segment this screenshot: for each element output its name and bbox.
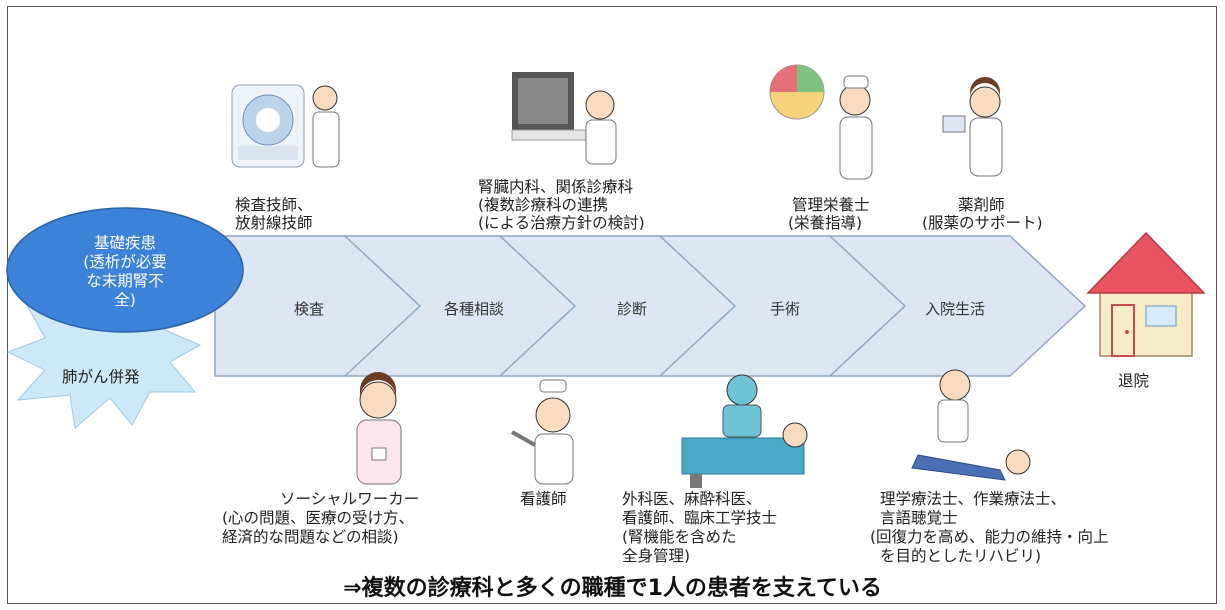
stage-label-exam: 検査 xyxy=(294,300,325,318)
role-nephrology-line-1: 腎臓内科、関係診療科 xyxy=(478,178,634,196)
role-pharmacist-line-2: (服薬のサポート) xyxy=(922,214,1043,232)
xray-doctor-illustration xyxy=(511,72,617,165)
patient-title: 基礎疾患 xyxy=(93,234,156,252)
stage-label-diagnosis: 診断 xyxy=(617,300,648,318)
patient-detail-line-3: 全) xyxy=(114,291,136,309)
house-icon xyxy=(1086,231,1206,357)
role-social-worker-line-1: ソーシャルワーカー xyxy=(280,490,420,508)
summary-caption: ⇒複数の診療科と多くの職種で1人の患者を支えている xyxy=(343,576,882,601)
role-rehab-line-2: 言語聴覚士 xyxy=(880,509,958,527)
role-social-worker-line-2: (心の問題、医療の受け方、 xyxy=(222,509,415,527)
discharge-label: 退院 xyxy=(1118,372,1150,390)
role-technician-line-1: 検査技師、 xyxy=(235,196,313,214)
ct-scanner-illustration xyxy=(231,84,340,168)
role-pharmacist-line-1: 薬剤師 xyxy=(958,196,1005,214)
stage-label-surgery: 手術 xyxy=(770,300,801,318)
social-worker-illustration xyxy=(356,372,402,485)
patient-detail-line-1: (透析が必要 xyxy=(83,253,167,271)
role-rehab-line-1: 理学療法士、作業療法士、 xyxy=(880,490,1067,508)
role-dietitian-line-1: 管理栄養士 xyxy=(792,196,870,214)
role-surgery-team-line-4: 全身管理) xyxy=(622,547,691,565)
patient-ellipse xyxy=(6,207,244,333)
stage-chevron-5 xyxy=(828,235,1087,377)
role-surgery-team-line-3: (腎機能を含めた xyxy=(622,528,737,546)
complication-label: 肺がん併発 xyxy=(62,368,140,386)
role-nurse-line-1: 看護師 xyxy=(520,490,567,508)
stage-label-consultation: 各種相談 xyxy=(444,300,505,318)
dietitian-illustration xyxy=(769,64,873,180)
stage-label-hospital-life: 入院生活 xyxy=(925,300,986,318)
diagram-frame xyxy=(7,6,1217,604)
surgery-illustration xyxy=(681,374,808,488)
role-social-worker-line-3: 経済的な問題などの相談) xyxy=(222,528,399,546)
pharmacist-illustration xyxy=(942,77,1003,177)
role-rehab-line-3: (回復力を高め、能力の維持・向上 xyxy=(870,528,1109,546)
role-technician-line-2: 放射線技師 xyxy=(235,214,313,232)
nurse-illustration xyxy=(511,379,574,485)
role-rehab-line-4: を目的としたリハビリ) xyxy=(880,547,1042,565)
role-dietitian-line-2: (栄養指導) xyxy=(788,214,863,232)
role-surgery-team-line-1: 外科医、麻酔科医、 xyxy=(622,490,762,508)
patient-detail-line-2: な末期腎不 xyxy=(86,272,164,290)
role-nephrology-line-3: (による治療方針の検討) xyxy=(478,214,645,232)
rehab-illustration xyxy=(911,369,1031,481)
role-surgery-team-line-2: 看護師、臨床工学技士 xyxy=(622,509,778,527)
role-nephrology-line-2: (複数診療科の連携 xyxy=(478,196,609,214)
